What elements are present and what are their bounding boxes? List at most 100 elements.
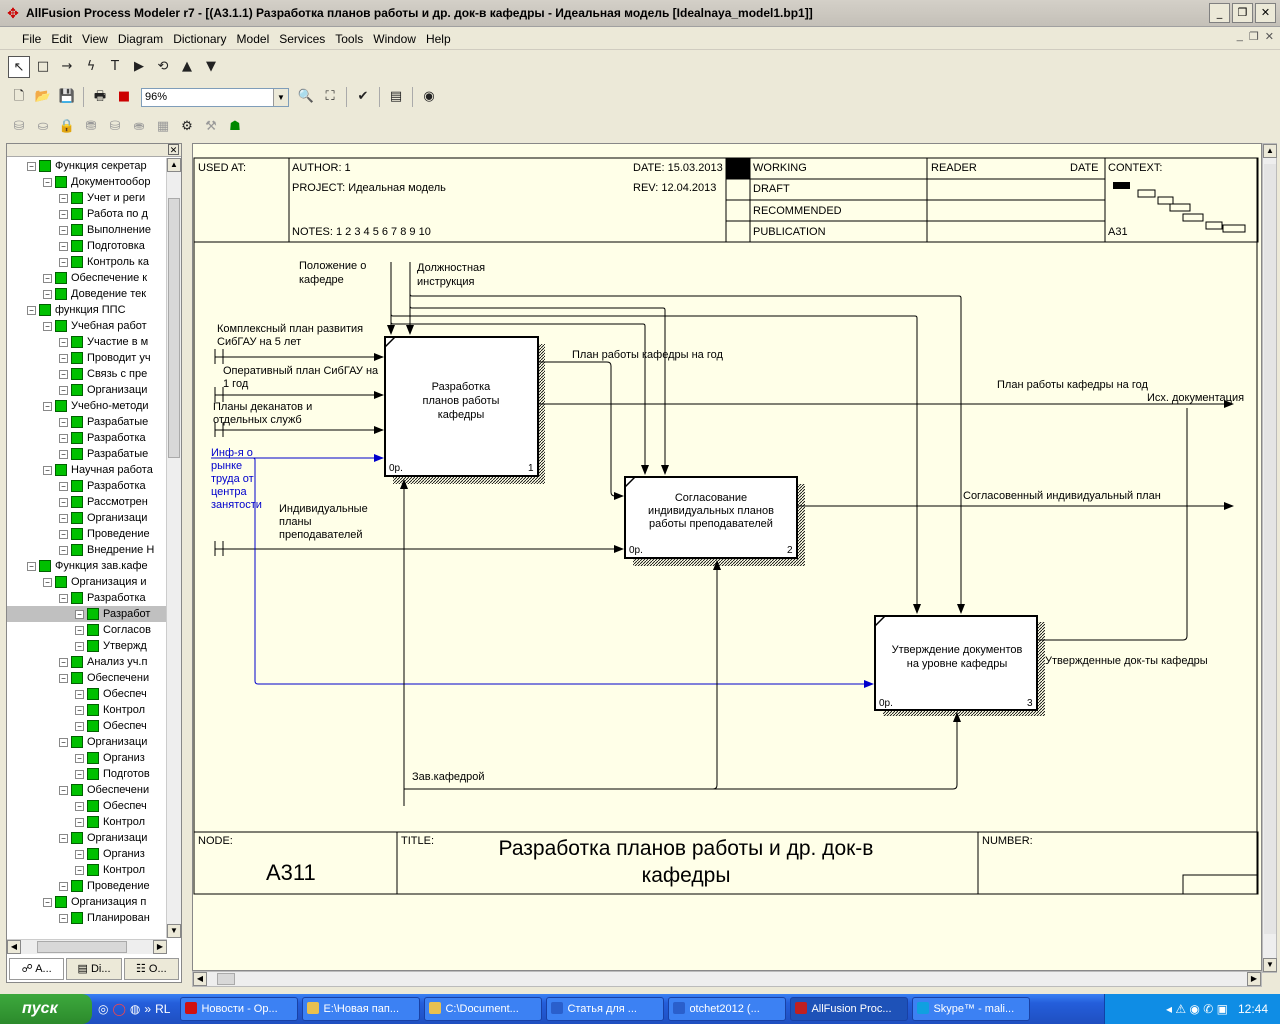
- panel-close-icon[interactable]: ✕: [168, 144, 179, 155]
- tree-item[interactable]: −Контроль ка: [7, 254, 167, 270]
- tree-item[interactable]: −Планирован: [7, 910, 167, 926]
- language-indicator[interactable]: RL: [155, 1002, 171, 1016]
- tree-item[interactable]: −Анализ уч.п: [7, 654, 167, 670]
- tree-expander-icon[interactable]: −: [59, 513, 68, 523]
- tree-expander-icon[interactable]: −: [75, 641, 84, 651]
- tree-expander-icon[interactable]: −: [59, 657, 68, 667]
- mart-users-icon[interactable]: ⚙: [181, 119, 193, 134]
- tree-item[interactable]: −Контрол: [7, 702, 167, 718]
- tree-expander-icon[interactable]: −: [59, 785, 68, 795]
- tree-expander-icon[interactable]: −: [59, 481, 68, 491]
- mdi-restore-button[interactable]: ❐: [1248, 31, 1259, 43]
- zoom-in-icon[interactable]: 🔍: [297, 89, 315, 104]
- print-icon[interactable]: 🖶: [93, 89, 107, 104]
- tree-expander-icon[interactable]: −: [75, 753, 84, 763]
- taskbar-item[interactable]: Статья для ...: [546, 997, 665, 1021]
- arrow-zav-to-2[interactable]: [712, 560, 721, 790]
- spell-check-icon[interactable]: ✔: [357, 89, 369, 104]
- taskbar-item[interactable]: Skype™ - mali...: [912, 997, 1031, 1021]
- tree-item[interactable]: −Учебная работ: [7, 318, 167, 334]
- browser-icon[interactable]: ◎: [98, 1002, 109, 1016]
- tree-expander-icon[interactable]: −: [43, 897, 52, 907]
- mart-disconnect-icon[interactable]: ⛀: [37, 119, 49, 134]
- scroll-thumb[interactable]: [37, 941, 127, 953]
- text-tool-icon[interactable]: T: [111, 59, 119, 74]
- tree-expander-icon[interactable]: −: [43, 401, 52, 411]
- mart-people-icon[interactable]: ☗: [229, 119, 241, 134]
- dropdown-arrow-icon[interactable]: ▼: [273, 88, 288, 106]
- tree-expander-icon[interactable]: −: [75, 865, 84, 875]
- minimize-button[interactable]: _: [1209, 3, 1230, 23]
- arrow-dolzhnostnaya-to-2[interactable]: [409, 305, 669, 475]
- menu-diagram[interactable]: Diagram: [117, 31, 164, 46]
- zoom-fit-icon[interactable]: ⛶: [325, 89, 335, 104]
- tab-diagrams[interactable]: ▤ Di...: [66, 958, 122, 980]
- tree-expander-icon[interactable]: −: [59, 385, 68, 395]
- tree-expander-icon[interactable]: −: [59, 881, 68, 891]
- tree-item[interactable]: −Внедрение Н: [7, 542, 167, 558]
- arrow-dolzhnostnaya-to-3[interactable]: [409, 293, 965, 614]
- tree-item[interactable]: −Подготов: [7, 766, 167, 782]
- tree-item[interactable]: −Организация и: [7, 574, 167, 590]
- tree-item[interactable]: −Контрол: [7, 862, 167, 878]
- tree-expander-icon[interactable]: −: [59, 737, 68, 747]
- mart-table-icon[interactable]: ▦: [156, 119, 170, 134]
- maximize-button[interactable]: ❐: [1232, 3, 1253, 23]
- opera-icon[interactable]: ◯: [112, 1002, 126, 1016]
- canvas-vertical-scrollbar[interactable]: ▲ ▼: [1262, 143, 1277, 973]
- tree-item[interactable]: −Организ: [7, 750, 167, 766]
- tree-item[interactable]: −Согласов: [7, 622, 167, 638]
- tree-expander-icon[interactable]: −: [75, 705, 84, 715]
- tree-item[interactable]: −Организ: [7, 846, 167, 862]
- tree-item[interactable]: −Проводит уч: [7, 350, 167, 366]
- scroll-left-icon[interactable]: ◀: [7, 940, 21, 954]
- tree-item[interactable]: −Работа по д: [7, 206, 167, 222]
- menu-edit[interactable]: Edit: [51, 31, 73, 46]
- tree-expander-icon[interactable]: −: [75, 609, 84, 619]
- menu-window[interactable]: Window: [373, 31, 416, 46]
- tree-expander-icon[interactable]: −: [59, 193, 68, 203]
- new-icon[interactable]: 🗋: [13, 89, 25, 104]
- menu-file[interactable]: File: [22, 31, 42, 46]
- tree-expander-icon[interactable]: −: [27, 305, 36, 315]
- start-button[interactable]: пуск: [0, 994, 92, 1024]
- tree-item[interactable]: −Связь с пре: [7, 366, 167, 382]
- go-down-icon[interactable]: ▼: [206, 59, 216, 74]
- save-icon[interactable]: 💾: [58, 89, 76, 104]
- open-icon[interactable]: 📂: [34, 89, 52, 104]
- menu-view[interactable]: View: [82, 31, 108, 46]
- arrow-tool-icon[interactable]: →: [61, 59, 73, 74]
- activity-box-1[interactable]: Разработка планов работы кафедры 0р. 1: [384, 336, 539, 477]
- tree-item[interactable]: −Проведение: [7, 526, 167, 542]
- model-explorer-icon[interactable]: ▤: [389, 89, 403, 104]
- taskbar-item[interactable]: AllFusion Proc...: [790, 997, 909, 1021]
- taskbar-item[interactable]: E:\Новая пап...: [302, 997, 421, 1021]
- arrow-zav-to-3[interactable]: [404, 712, 961, 790]
- tree-item[interactable]: −Проведение: [7, 878, 167, 894]
- tab-objects[interactable]: ☷ O...: [123, 958, 179, 980]
- tree-item[interactable]: −Организаци: [7, 510, 167, 526]
- canvas-horizontal-scrollbar[interactable]: ◀ ▶: [192, 971, 1262, 987]
- scroll-thumb[interactable]: [217, 973, 235, 985]
- tree-item[interactable]: −Разработка: [7, 430, 167, 446]
- tree-expander-icon[interactable]: −: [43, 321, 52, 331]
- taskbar-item[interactable]: Новости - Ор...: [180, 997, 299, 1021]
- tree-item[interactable]: −Доведение тек: [7, 286, 167, 302]
- tree-item[interactable]: −Разрабатые: [7, 414, 167, 430]
- tree-expander-icon[interactable]: −: [59, 529, 68, 539]
- tree-item[interactable]: −Организация п: [7, 894, 167, 910]
- menu-tools[interactable]: Tools: [335, 31, 364, 46]
- tree-expander-icon[interactable]: −: [59, 913, 68, 923]
- tree-item[interactable]: −Функция секретар: [7, 158, 167, 174]
- tree-item[interactable]: −Участие в м: [7, 334, 167, 350]
- tree-item[interactable]: −Организаци: [7, 734, 167, 750]
- menu-services[interactable]: Services: [279, 31, 326, 46]
- tree-item[interactable]: −Обеспеч: [7, 718, 167, 734]
- tree-expander-icon[interactable]: −: [59, 417, 68, 427]
- zoom-select[interactable]: 96%▼: [141, 87, 289, 107]
- arrow-polozhenie-to-2[interactable]: [390, 321, 649, 475]
- tree-expander-icon[interactable]: −: [75, 769, 84, 779]
- scroll-right-icon[interactable]: ▶: [153, 940, 167, 954]
- tree-expander-icon[interactable]: −: [75, 849, 84, 859]
- tree-expander-icon[interactable]: −: [59, 497, 68, 507]
